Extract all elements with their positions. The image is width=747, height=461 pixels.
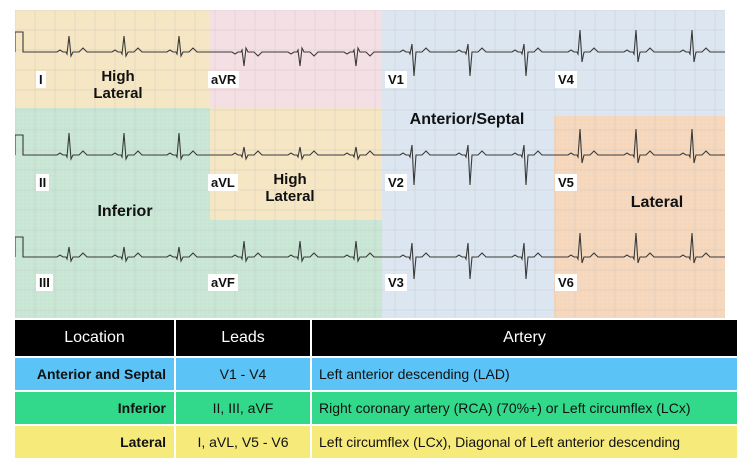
lead-label-v6: V6: [555, 274, 577, 291]
cell-location: Lateral: [15, 424, 176, 458]
cell-artery: Right coronary artery (RCA) (70%+) or Le…: [311, 390, 737, 425]
zone-inferior-avf: [210, 220, 382, 318]
lead-label-avf: aVF: [208, 274, 238, 291]
cell-leads: V1 - V4: [175, 356, 312, 391]
lead-label-v5: V5: [555, 174, 577, 191]
zone-anterior-septal-v4: [554, 10, 725, 116]
ecg-strip: I II III aVR aVL aVF V1 V2 V3 V4 V5 V6 H…: [15, 10, 725, 318]
lead-label-v2: V2: [385, 174, 407, 191]
lead-label-v3: V3: [385, 274, 407, 291]
header-leads: Leads: [175, 320, 312, 357]
lead-label-i: I: [36, 71, 46, 88]
lead-label-iii: III: [36, 274, 53, 291]
cell-artery: Left circumflex (LCx), Diagonal of Left …: [311, 424, 737, 458]
table-row: Anterior and Septal V1 - V4 Left anterio…: [15, 356, 737, 391]
header-artery: Artery: [311, 320, 737, 357]
region-label-anterior-septal: Anterior/Septal: [409, 111, 525, 128]
region-label-inferior: Inferior: [97, 203, 153, 220]
cell-artery: Left anterior descending (LAD): [311, 356, 737, 391]
lead-label-v1: V1: [385, 71, 407, 88]
cell-location: Inferior: [15, 390, 176, 425]
region-label-lateral: Lateral: [630, 194, 684, 211]
table-row: Lateral I, aVL, V5 - V6 Left circumflex …: [15, 424, 737, 458]
territory-table: Location Leads Artery Anterior and Septa…: [15, 320, 737, 458]
cell-leads: II, III, aVF: [175, 390, 312, 425]
table-header-row: Location Leads Artery: [15, 320, 737, 357]
header-location: Location: [15, 320, 176, 357]
zone-avr: [210, 10, 382, 108]
cell-location: Anterior and Septal: [15, 356, 176, 391]
table-row: Inferior II, III, aVF Right coronary art…: [15, 390, 737, 425]
region-label-high-lateral-top: High Lateral: [93, 68, 143, 102]
region-label-high-lateral-mid: High Lateral: [265, 171, 315, 205]
lead-label-avr: aVR: [208, 71, 240, 88]
cell-leads: I, aVL, V5 - V6: [175, 424, 312, 458]
lead-label-v4: V4: [555, 71, 577, 88]
lead-label-ii: II: [36, 174, 50, 191]
zone-high-lateral-avl: [210, 108, 382, 220]
lead-label-avl: aVL: [208, 174, 238, 191]
ecg-traces: [15, 29, 725, 280]
zone-high-lateral-i: [15, 10, 210, 108]
